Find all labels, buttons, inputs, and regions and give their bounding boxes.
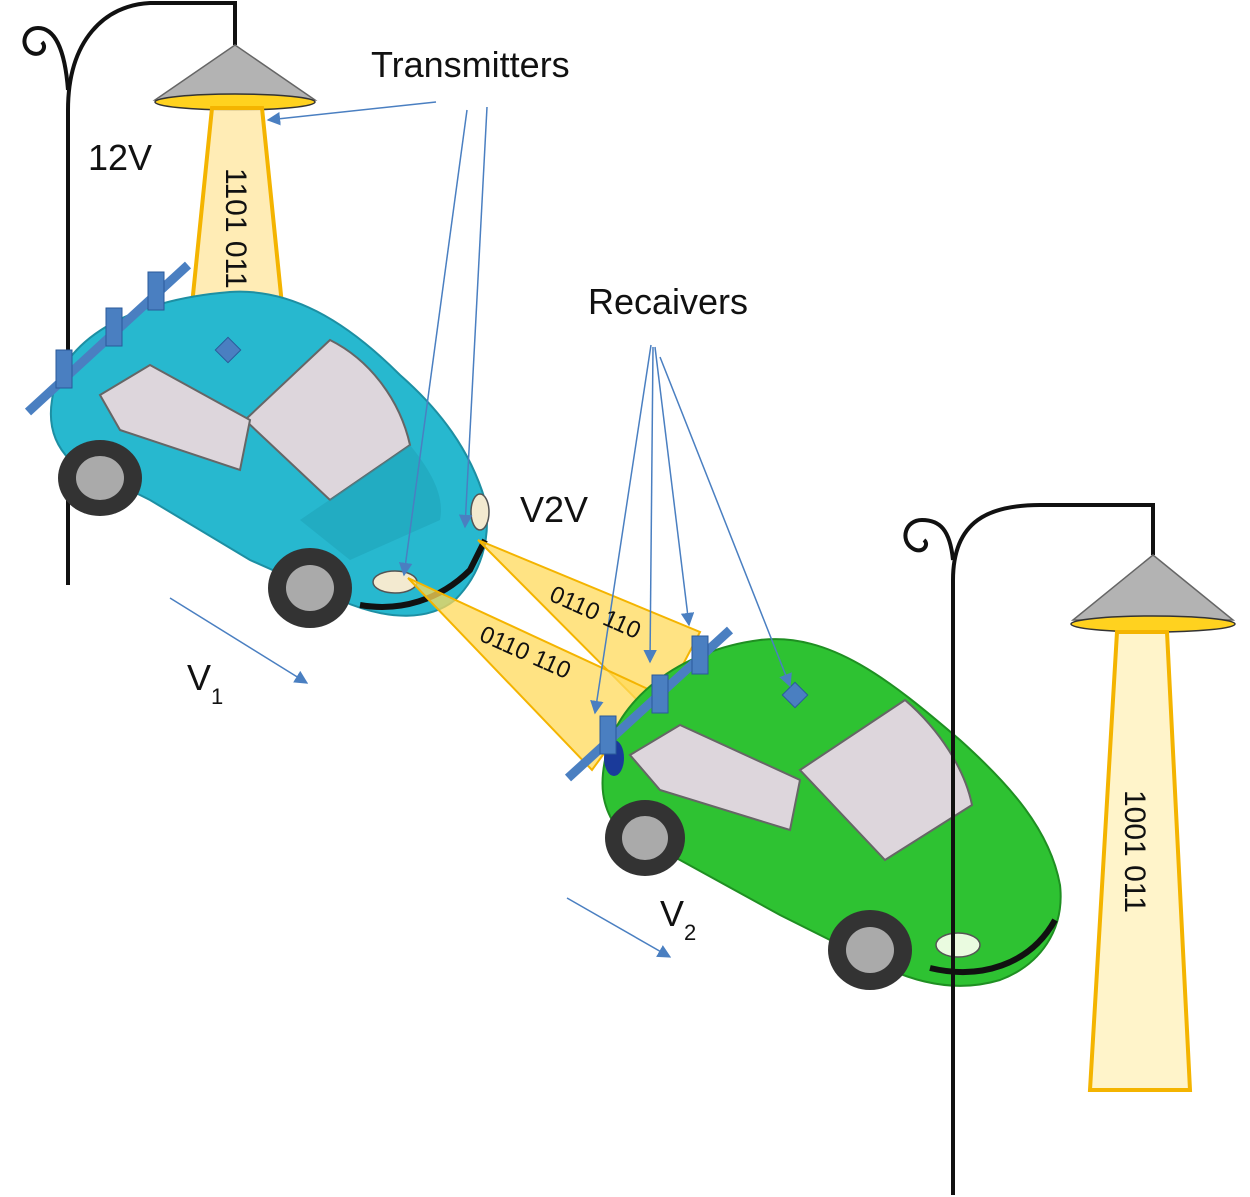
lamp-shade-left-icon — [152, 44, 318, 101]
car-right — [564, 626, 1062, 990]
v2v-beams — [407, 539, 702, 772]
transmitter-pointer-headlight-right — [458, 106, 488, 529]
pole-curl-right-icon — [903, 517, 955, 561]
lamp-bulb-right — [1070, 615, 1236, 633]
pointer-arrows — [169, 101, 792, 958]
car-right-headlight — [935, 932, 981, 958]
receiver-pointer-3 — [654, 346, 695, 627]
lamp-right-code: 1001 011 — [1118, 790, 1151, 913]
lamp-pole-right — [951, 503, 1155, 1195]
receiver-pointer-4 — [659, 356, 792, 688]
car-right-wheel-front — [828, 910, 912, 990]
velocity-v2-label: V2 — [660, 893, 696, 945]
photodetector-icon — [55, 349, 73, 389]
velocity-arrow-icon — [169, 597, 309, 684]
car-left-headlight-right — [470, 493, 490, 531]
car-right-side-window — [628, 723, 802, 832]
transmitter-pointer-headlight — [398, 109, 468, 577]
v2v-label: V2V — [520, 489, 588, 530]
velocity-v1-main: V — [187, 657, 211, 698]
velocity-arrow-icon — [566, 897, 672, 958]
roof-receiver-right-icon — [781, 681, 809, 709]
velocity-v1-label: V1 — [187, 657, 223, 709]
photodetector-icon — [691, 635, 709, 675]
receiver-pointer-2 — [643, 346, 657, 664]
receivers-label: Recaivers — [588, 281, 748, 322]
car-left-windshield — [243, 338, 412, 502]
car-right-bumper — [929, 918, 1058, 975]
car-left-headlight — [372, 570, 418, 594]
pole-curl-left-icon — [22, 25, 70, 91]
photodetector-icon — [105, 307, 123, 347]
receiver-pointer-1 — [590, 344, 652, 715]
roof-receiver-left-icon — [214, 336, 242, 364]
transmitters-label: Transmitters — [371, 44, 570, 85]
street-lamp-right — [903, 503, 1236, 1195]
lamp-shade-right-icon — [1070, 554, 1236, 621]
car-left-bumper — [359, 538, 488, 610]
photodetector-icon — [147, 271, 165, 311]
velocity-v1-sub: 1 — [211, 684, 223, 709]
car-left — [24, 261, 490, 628]
lamp-left-code: 1101 011 — [219, 168, 252, 289]
transmitter-pointer-lamp — [266, 101, 437, 126]
car-right-wheel-rear — [605, 800, 685, 876]
car-left-hood-shadow — [300, 445, 441, 560]
photodetector-icon — [599, 715, 617, 755]
voltage-label: 12V — [88, 137, 152, 178]
photodetector-icon — [651, 674, 669, 714]
car-left-side-window — [98, 363, 252, 472]
lamp-pole-left — [66, 1, 237, 585]
car-left-wheel-rear — [58, 440, 142, 516]
light-beam-right — [1087, 630, 1193, 1092]
velocity-v2-sub: 2 — [684, 920, 696, 945]
velocity-v2-main: V — [660, 893, 684, 934]
car-left-wheel-front — [268, 548, 352, 628]
